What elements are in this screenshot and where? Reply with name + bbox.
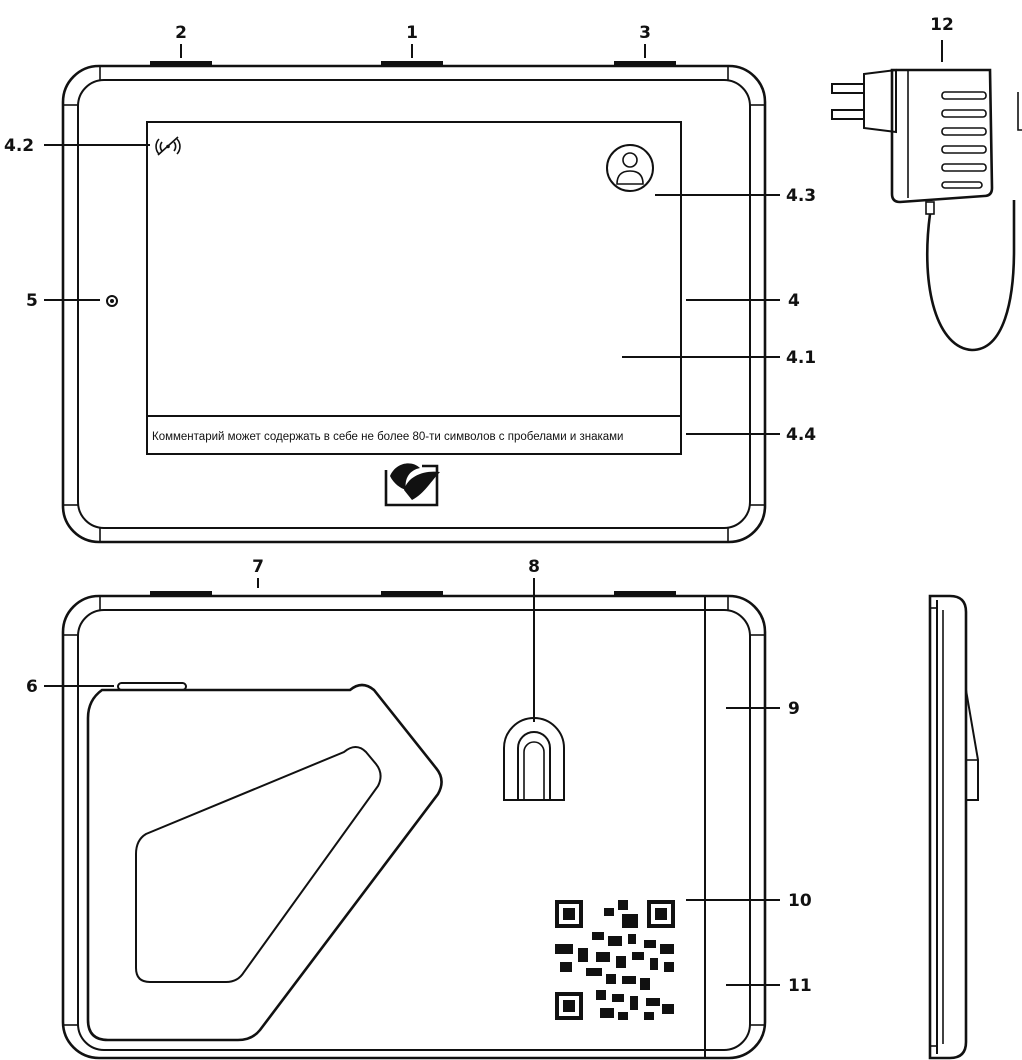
button-3: [614, 61, 676, 67]
callout-10: 10: [788, 891, 812, 911]
back-view: [44, 578, 780, 1060]
callout-2: 2: [175, 23, 187, 43]
callout-4-2: 4.2: [4, 136, 34, 156]
front-view: Комментарий может содержать в себе не бо…: [44, 44, 780, 544]
screen: [146, 121, 682, 455]
brand-logo-icon: [384, 463, 440, 507]
back-body-inner: [77, 609, 751, 1051]
power-adapter-icon: [831, 40, 1022, 352]
front-body-outer: [61, 64, 767, 544]
callout-4-1: 4.1: [786, 348, 816, 368]
callout-6: 6: [26, 677, 38, 697]
back-body-outer: [61, 594, 767, 1060]
side-view: [928, 594, 979, 1060]
callout-5: 5: [26, 291, 38, 311]
camera-icon: [106, 295, 118, 307]
qr-code-icon: [555, 900, 675, 1020]
stand-inner: [135, 746, 382, 983]
callout-8: 8: [528, 557, 540, 577]
callout-12: 12: [930, 15, 954, 35]
callout-1: 1: [406, 23, 418, 43]
callout-3: 3: [639, 23, 651, 43]
button-2: [150, 61, 212, 67]
button-1: [381, 61, 443, 67]
callout-4: 4: [788, 291, 800, 311]
callout-9: 9: [788, 699, 800, 719]
callout-4-4: 4.4: [786, 425, 816, 445]
no-signal-icon: [155, 136, 181, 156]
comment-text: Комментарий может содержать в себе не бо…: [152, 431, 623, 443]
callout-7: 7: [252, 557, 264, 577]
callout-4-3: 4.3: [786, 186, 816, 206]
fingerprint-sensor-icon: [503, 578, 565, 801]
front-body-inner: [77, 79, 751, 529]
stand-outer: [86, 683, 443, 1042]
user-avatar-icon: [606, 144, 654, 192]
callout-11: 11: [788, 976, 812, 996]
